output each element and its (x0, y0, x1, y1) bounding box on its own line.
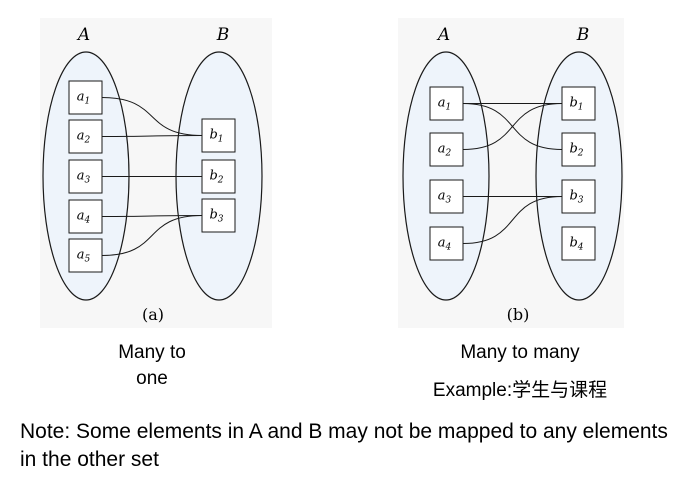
panel-b-caption: Many to many (460, 342, 580, 363)
element-box-a5 (68, 238, 103, 273)
mapping-line (462, 103, 563, 150)
element-box-a1 (68, 80, 103, 115)
element-box-a4 (429, 226, 464, 261)
panel-b-example: Example:学生与课程 (432, 380, 608, 401)
element-box-b3 (201, 198, 236, 233)
set-a-label: A (76, 25, 90, 45)
panel-a-caption-line2: one (136, 368, 168, 389)
mapping-line (101, 97, 203, 136)
mapping-line (101, 215, 203, 256)
mapping-line (462, 196, 563, 244)
panel-label: (b) (507, 305, 530, 324)
element-box-b2 (201, 159, 236, 194)
set-a-ellipse (402, 51, 490, 301)
panel-a-caption-line1: Many to (118, 342, 186, 363)
element-box-a1 (429, 86, 464, 121)
panel-label: (a) (142, 305, 164, 324)
set-b-label: B (216, 25, 230, 45)
element-box-b1 (201, 118, 236, 153)
mapping-line (101, 215, 203, 217)
element-box-a2 (429, 132, 464, 167)
element-box-b4 (561, 226, 596, 261)
element-box-b2 (561, 132, 596, 167)
element-box-a3 (429, 179, 464, 214)
note-text: Note: Some elements in A and B may not b… (20, 420, 668, 471)
set-b-ellipse (535, 51, 623, 301)
panel-a-caption: Many to one (92, 340, 212, 392)
mapping-line (101, 135, 203, 137)
element-box-b3 (561, 179, 596, 214)
element-box-a3 (68, 159, 103, 194)
set-a-label: A (436, 25, 450, 45)
element-box-b1 (561, 86, 596, 121)
element-box-a2 (68, 119, 103, 154)
element-box-a4 (68, 199, 103, 234)
set-b-label: B (576, 25, 590, 45)
